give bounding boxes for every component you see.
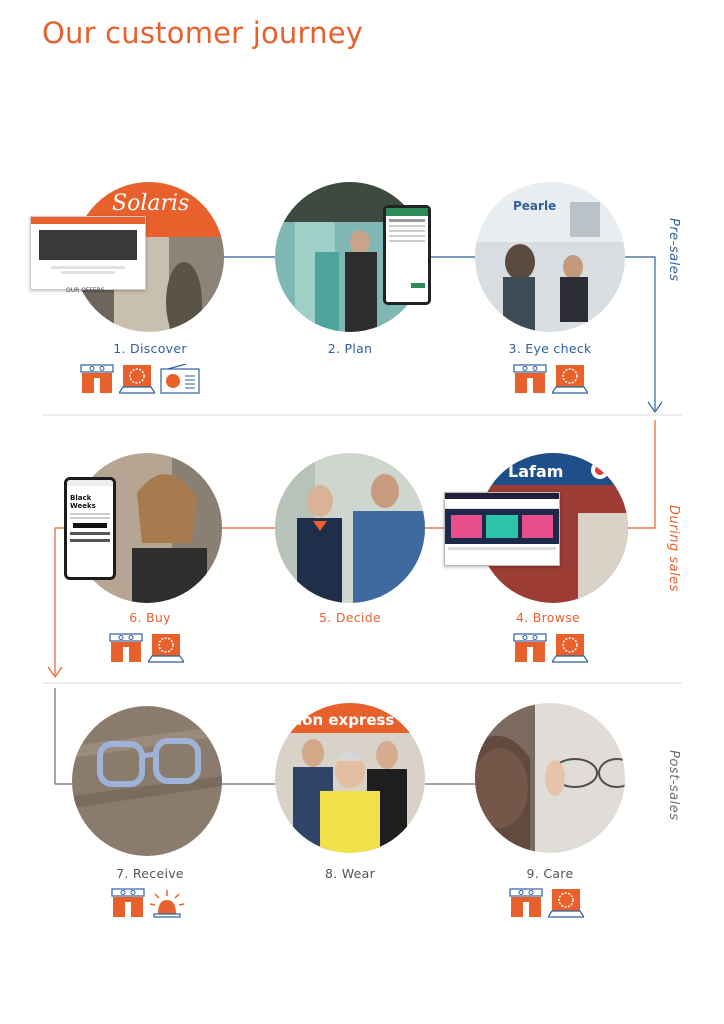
store-icon [111, 888, 145, 917]
care-channel-icons [509, 888, 584, 918]
laptop-icon [552, 634, 588, 663]
receive-photo [72, 706, 222, 856]
eye-check-photo: Pearle [475, 182, 625, 332]
store-icon [109, 633, 143, 662]
eye-check-channel-icons [513, 364, 588, 394]
black-weeks-text: Black Weeks [70, 494, 96, 510]
website-screenshot [30, 216, 146, 290]
step-label-care: 9. Care [526, 866, 574, 881]
phase-label-post-sales: Post-sales [666, 750, 681, 821]
phase-label-pre-sales: Pre-sales [666, 218, 681, 282]
pearle-logo-text: Pearle [513, 199, 556, 213]
phone-mockup [383, 205, 431, 305]
step-label-receive: 7. Receive [116, 866, 184, 881]
website-screenshot [444, 492, 560, 566]
pearle-express-sign: ion express [297, 711, 394, 729]
step-label-plan: 2. Plan [327, 341, 373, 356]
decide-photo [275, 453, 425, 603]
alarm-light-icon [150, 890, 184, 918]
during-sales-flow [54, 527, 68, 675]
wear-photo: ion express [275, 703, 425, 853]
step-label-eye-check: 3. Eye check [508, 341, 592, 356]
step-label-wear: 8. Wear [324, 866, 376, 881]
our-offers-caption: OUR OFFERS [66, 287, 105, 294]
phone-mockup: Black Weeks [64, 477, 116, 580]
radio-icon [160, 364, 200, 394]
step-label-buy: 6. Buy [129, 610, 171, 625]
post-sales-flow [54, 688, 72, 785]
laptop-icon [548, 889, 584, 918]
receive-channel-icons [111, 888, 184, 918]
store-icon [509, 888, 543, 917]
step-label-browse: 4. Browse [515, 610, 581, 625]
store-icon [513, 633, 547, 662]
lafam-logo-text: Lafam [508, 462, 563, 481]
step-label-decide: 5. Decide [319, 610, 381, 625]
phase-label-during-sales: During sales [666, 505, 681, 592]
laptop-icon [552, 365, 588, 394]
pre-sales-flow [625, 256, 656, 410]
arrow-down-icon [47, 666, 63, 679]
buy-channel-icons [109, 633, 184, 663]
store-icon [80, 364, 114, 393]
page-title: Our customer journey [42, 16, 364, 50]
care-photo [475, 703, 625, 853]
arrow-down-icon [647, 401, 663, 414]
store-icon [513, 364, 547, 393]
laptop-icon [148, 634, 184, 663]
step-label-discover: 1. Discover [113, 341, 187, 356]
solaris-logo-text: Solaris [112, 191, 189, 216]
browse-channel-icons [513, 633, 588, 663]
laptop-icon [119, 365, 155, 394]
discover-channel-icons [80, 364, 200, 394]
